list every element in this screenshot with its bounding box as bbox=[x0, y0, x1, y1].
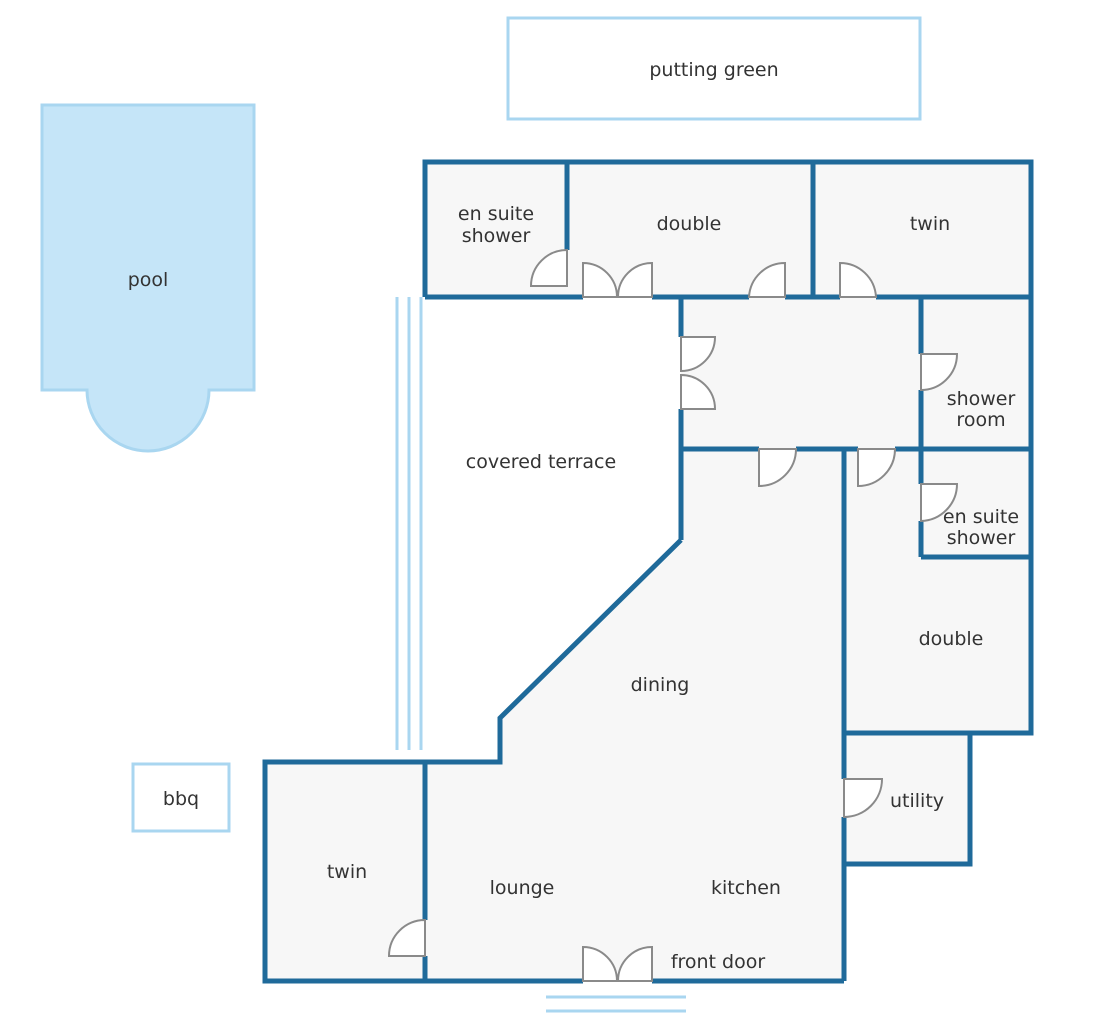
room-labels: en suite shower double twin shower room … bbox=[327, 203, 1019, 973]
front-door-left bbox=[582, 945, 619, 982]
door-double-top-hall bbox=[747, 261, 786, 298]
floors bbox=[265, 162, 1031, 981]
dining-label: dining bbox=[631, 674, 690, 696]
door-terrace-upper bbox=[680, 336, 717, 373]
door-dining-hall bbox=[758, 448, 798, 488]
door-double-right-hall bbox=[857, 448, 897, 488]
doors bbox=[387, 248, 959, 982]
en-suite-right-label-line1: en suite bbox=[943, 506, 1019, 528]
shower-room-label-line1: shower bbox=[947, 388, 1016, 410]
putting-green-label: putting green bbox=[649, 59, 778, 81]
putting-green: putting green bbox=[506, 16, 922, 121]
lounge-label: lounge bbox=[490, 877, 555, 899]
en-suite-top-label-line2: shower bbox=[462, 225, 531, 247]
door-en-suite-top bbox=[529, 248, 568, 287]
en-suite-right-label-line2: shower bbox=[947, 527, 1016, 549]
door-double-top-left bbox=[582, 261, 619, 298]
bbq-label: bbq bbox=[163, 788, 199, 810]
en-suite-top-label-line1: en suite bbox=[458, 203, 534, 225]
utility-label: utility bbox=[890, 790, 944, 812]
door-double-top-right bbox=[616, 261, 653, 298]
terrace-rail bbox=[395, 297, 423, 750]
front-door-label: front door bbox=[671, 951, 766, 973]
double-right-label: double bbox=[919, 628, 984, 650]
door-twin-top bbox=[839, 261, 878, 298]
covered-terrace-label: covered terrace bbox=[466, 451, 616, 473]
door-utility bbox=[843, 778, 884, 819]
pool-label: pool bbox=[128, 269, 169, 291]
twin-bottom-label: twin bbox=[327, 861, 367, 883]
door-terrace-lower bbox=[680, 373, 717, 410]
kitchen-label: kitchen bbox=[711, 877, 781, 899]
twin-top-label: twin bbox=[910, 213, 950, 235]
bbq: bbq bbox=[131, 762, 231, 833]
front-door-right bbox=[616, 945, 653, 982]
double-top-label: double bbox=[657, 213, 722, 235]
door-shower-room bbox=[920, 353, 959, 392]
door-en-suite-right bbox=[920, 483, 959, 523]
pool: pool bbox=[40, 103, 256, 453]
front-step bbox=[546, 995, 686, 1013]
walls bbox=[262, 159, 1034, 984]
door-twin-bottom bbox=[387, 918, 426, 957]
shower-room-label-line2: room bbox=[956, 409, 1005, 431]
